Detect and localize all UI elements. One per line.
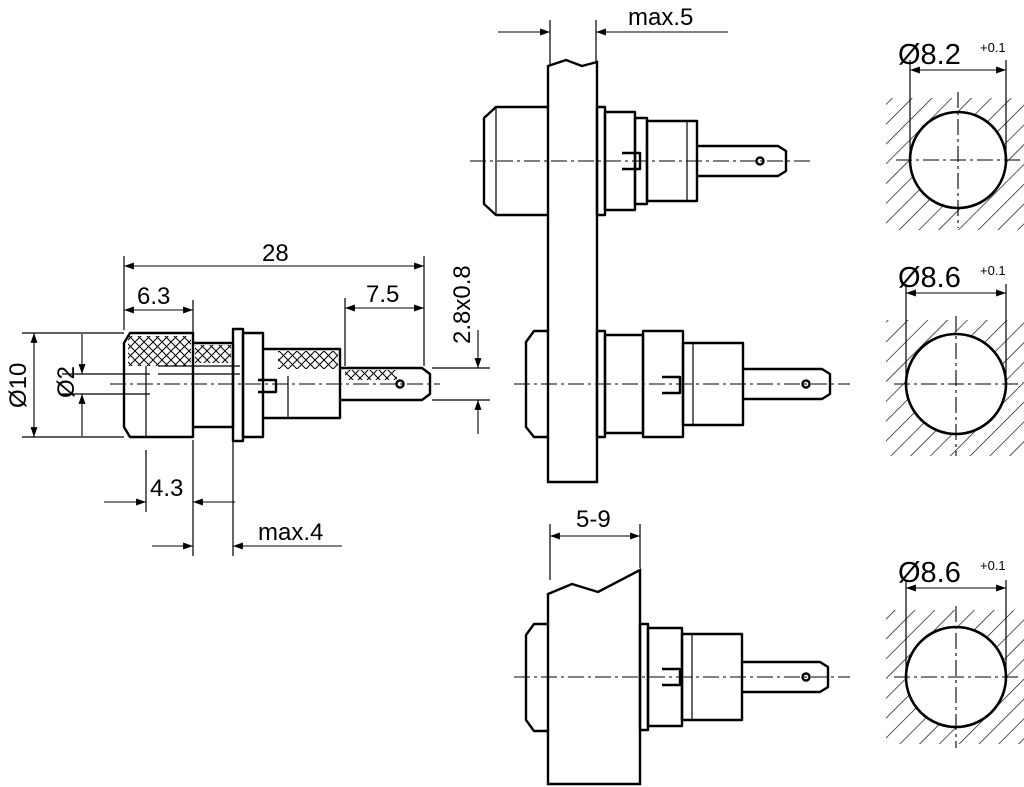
dim-4-3-label: 4.3	[150, 475, 183, 502]
dim-tab-label: 2.8x0.8	[449, 265, 476, 344]
hole-2-tolerance-label: +0.1	[980, 263, 1006, 278]
dim-5-9-label: 5-9	[576, 506, 611, 533]
dimension-tab: 2.8x0.8	[432, 265, 490, 434]
dimension-6-3: 6.3	[124, 283, 194, 333]
dimension-4-3: 4.3	[104, 440, 235, 556]
dimension-max5: max.5	[498, 4, 728, 64]
dim-max4-label: max.4	[258, 519, 323, 546]
panel-hole-3: Ø8.6 +0.1	[886, 557, 1024, 748]
panel-hole-1: Ø8.2 +0.1	[886, 39, 1024, 230]
dimension-5-9: 5-9	[549, 506, 641, 580]
hole-3-diameter-label: Ø8.6	[898, 557, 961, 589]
dimension-max4: max.4	[152, 442, 342, 556]
panel-thick	[546, 568, 642, 786]
dim-max5-label: max.5	[628, 4, 693, 31]
dimension-d2: Ø2	[53, 334, 150, 436]
dim-7-5-label: 7.5	[366, 281, 399, 308]
mounted-jack-3	[514, 622, 850, 733]
dimension-d10: Ø10	[5, 332, 124, 438]
mounted-jack-2	[514, 329, 850, 439]
hole-1-diameter-label: Ø8.2	[898, 39, 961, 71]
dim-d2-label: Ø2	[53, 366, 80, 398]
dimension-28: 28	[123, 240, 425, 366]
dimension-7-5: 7.5	[344, 281, 424, 366]
hole-1-tolerance-label: +0.1	[980, 40, 1006, 55]
dim-28-label: 28	[262, 240, 289, 267]
mounted-jack-1	[470, 105, 812, 217]
side-view-jack	[110, 327, 440, 443]
hole-2-diameter-label: Ø8.6	[898, 262, 961, 294]
panel-thin	[546, 58, 599, 484]
dim-6-3-label: 6.3	[137, 283, 170, 310]
dim-d10-label: Ø10	[5, 363, 32, 408]
panel-hole-2: Ø8.6 +0.1	[886, 262, 1024, 456]
hole-3-tolerance-label: +0.1	[980, 558, 1006, 573]
